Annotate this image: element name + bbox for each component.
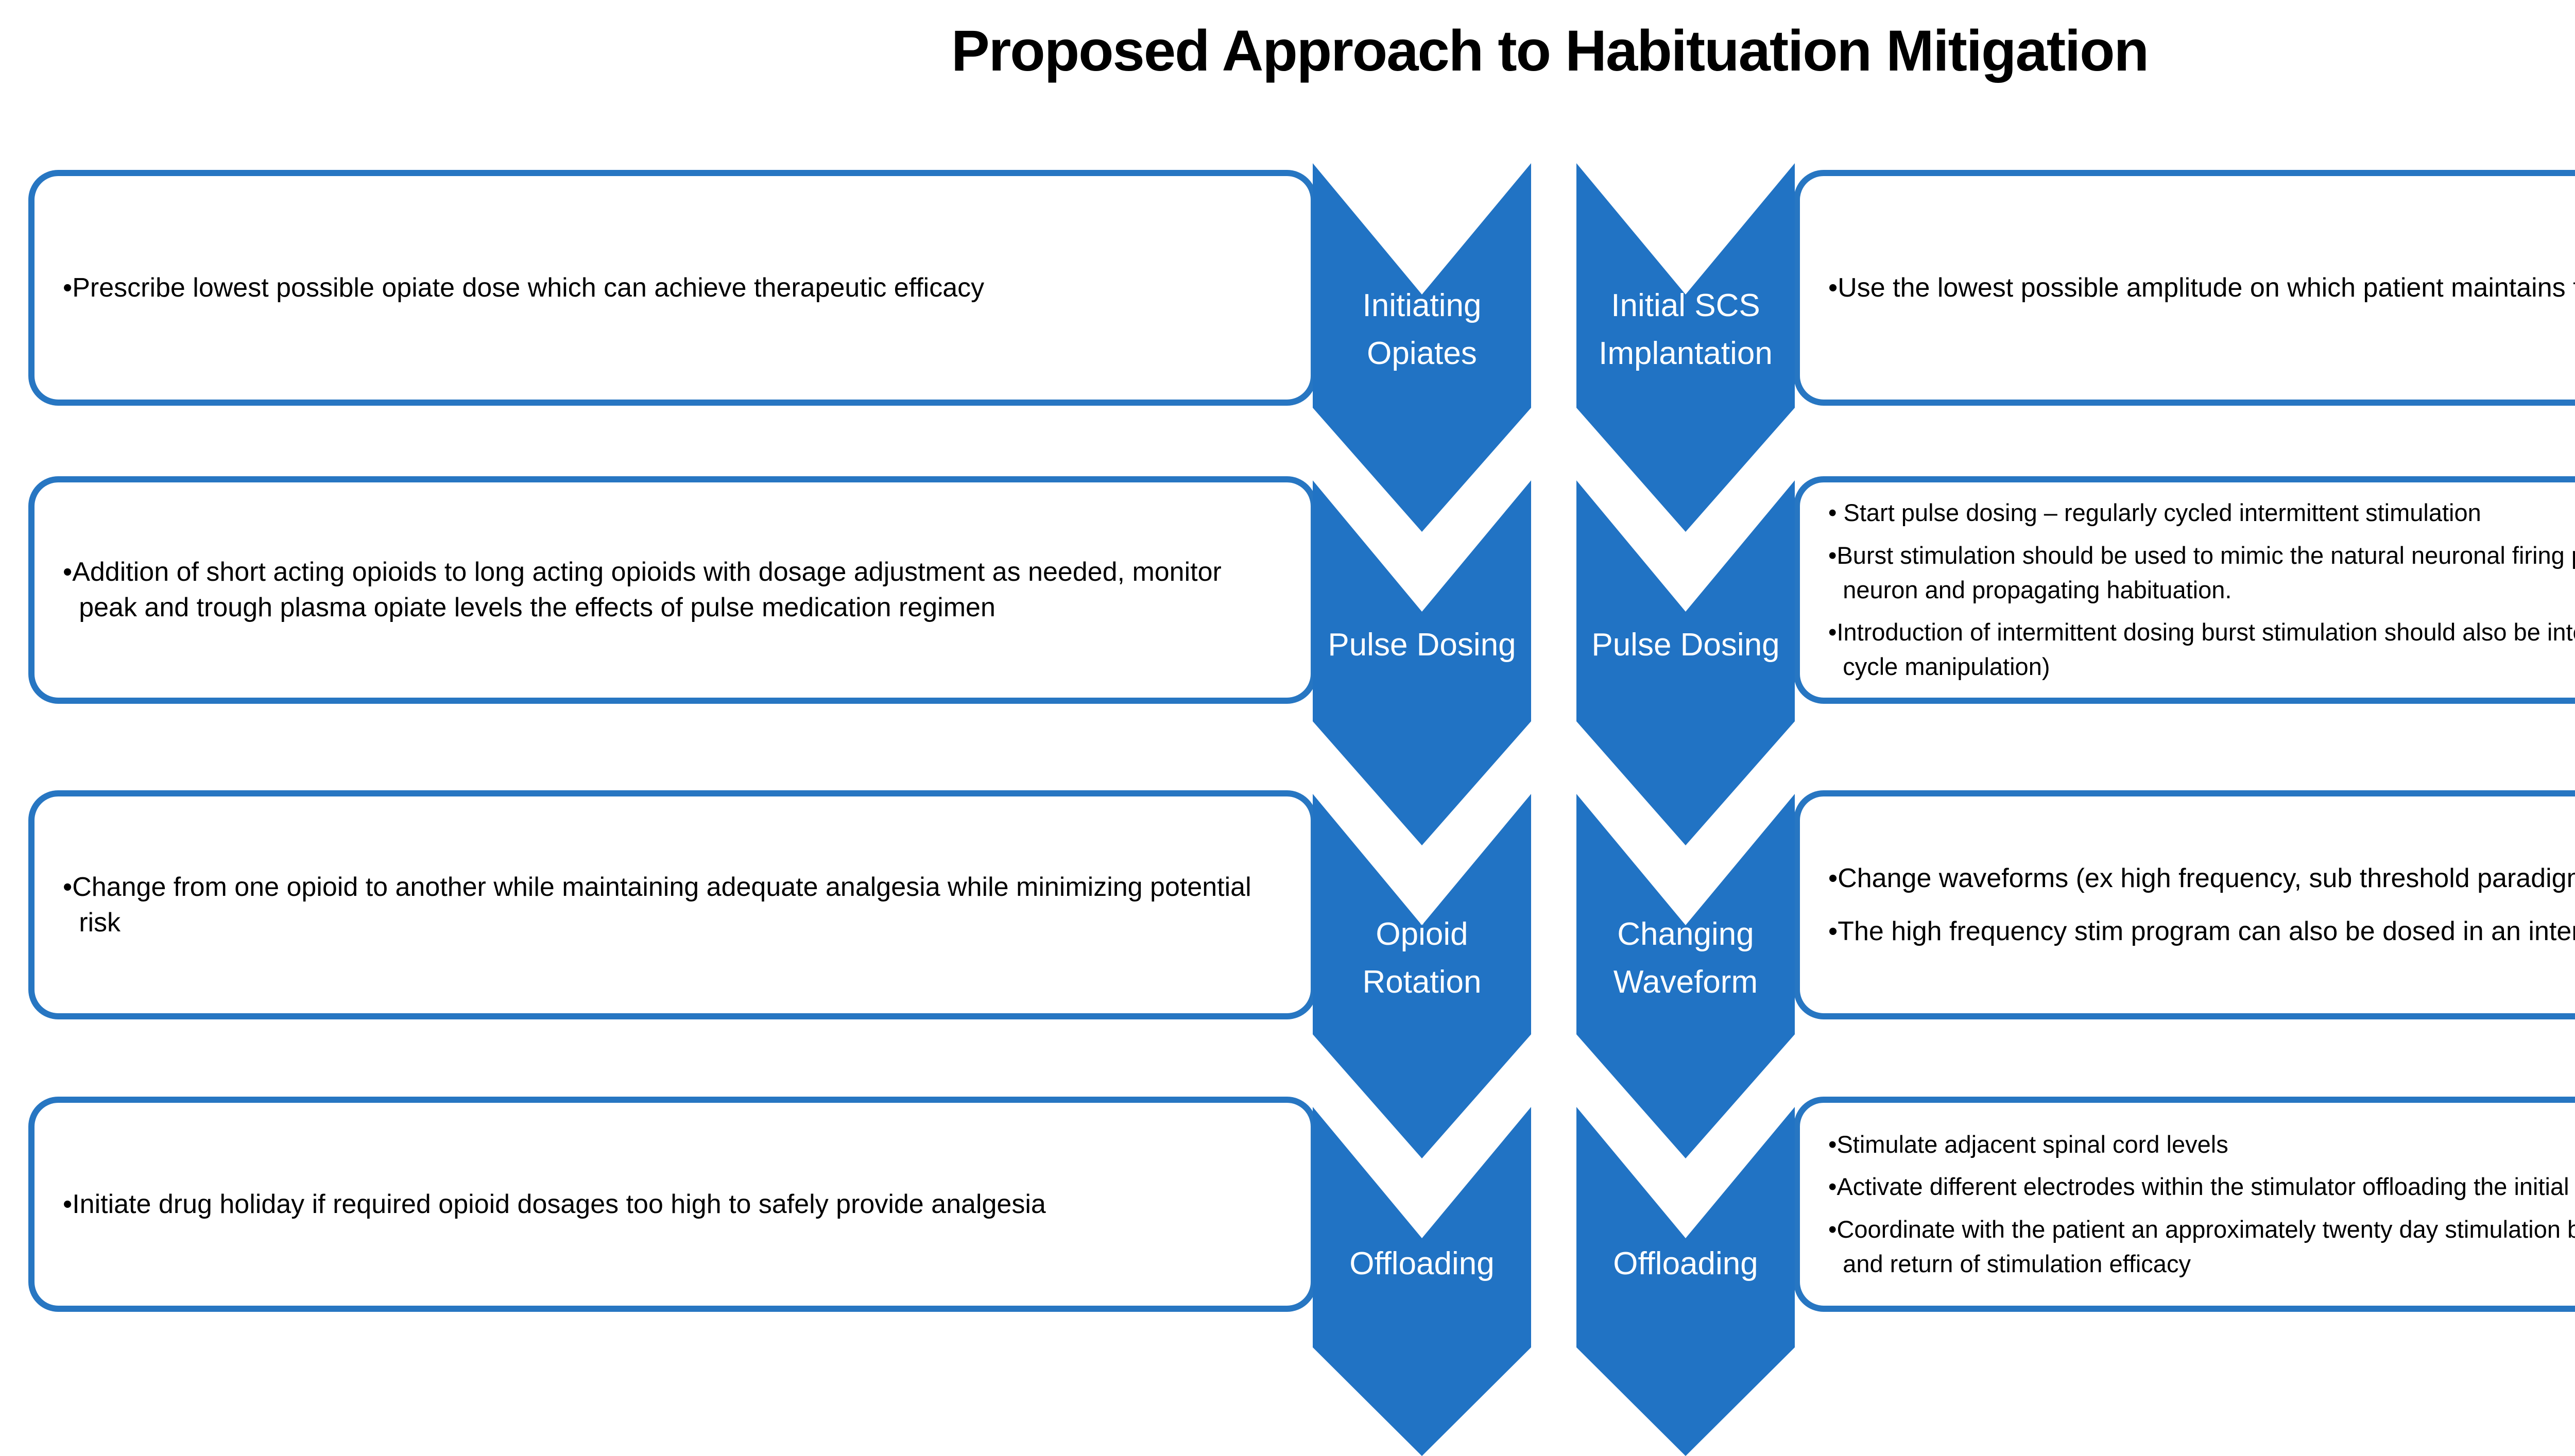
bullet-item: •Activate different electrodes within th… [1828,1173,2575,1201]
chevron-down-arrow-initial-scs-implantation: Initial SCS Implantation [1576,163,1795,532]
bullet-item: •Change waveforms (ex high frequency, su… [1828,863,2575,893]
bullet-item: •Change from one opioid to another while… [63,872,1251,938]
left-box-row2: •Addition of short acting opioids to lon… [28,476,1317,704]
bullet-list: •Use the lowest possible amplitude on wh… [1828,270,2575,306]
right-box-row3: •Change waveforms (ex high frequency, su… [1794,790,2575,1019]
bullet-list: •Initiate drug holiday if required opioi… [63,1187,1280,1222]
chevron-down-arrow-changing-waveform: Changing Waveform [1576,794,1795,1158]
bullet-item: •Coordinate with the patient an approxim… [1828,1216,2575,1277]
chevron-label: Initiating Opiates [1362,288,1482,371]
left-box-row1: •Prescribe lowest possible opiate dose w… [28,170,1317,406]
chevron-label: Pulse Dosing [1328,627,1516,663]
chevron-down-arrow-pulse-dosing-right: Pulse Dosing [1576,480,1795,845]
chevron-down-arrow-pulse-dosing-left: Pulse Dosing [1313,480,1531,845]
bullet-list: •Change from one opioid to another while… [63,870,1280,940]
bullet-list: •Prescribe lowest possible opiate dose w… [63,270,1280,306]
bullet-item: •Burst stimulation should be used to mim… [1828,541,2575,603]
bullet-item: • Start pulse dosing – regularly cycled … [1828,499,2481,527]
left-box-row4: •Initiate drug holiday if required opioi… [28,1097,1317,1312]
chevron-label: Changing Waveform [1613,916,1758,1000]
chevron-label: Opioid Rotation [1362,916,1482,1000]
chevron-label: Offloading [1349,1245,1495,1281]
chevron-label: Offloading [1613,1245,1758,1281]
bullet-list: •Addition of short acting opioids to lon… [63,554,1280,625]
diagram-title: Proposed Approach to Habituation Mitigat… [951,19,2149,83]
chevron-down-arrow-offloading-left: Offloading [1313,1107,1531,1456]
chevron-label: Pulse Dosing [1591,627,1780,663]
bullet-list: •Change waveforms (ex high frequency, su… [1828,861,2575,949]
bullet-item: •The high frequency stim program can als… [1828,916,2575,946]
bullet-item: •Use the lowest possible amplitude on wh… [1828,272,2575,303]
bullet-item: •Stimulate adjacent spinal cord levels [1828,1130,2228,1158]
bullet-list: • Start pulse dosing – regularly cycled … [1828,496,2575,684]
right-box-row2: • Start pulse dosing – regularly cycled … [1794,476,2575,704]
bullet-list: •Stimulate adjacent spinal cord levels •… [1828,1128,2575,1281]
bullet-item: •Introduction of intermittent dosing bur… [1828,618,2575,681]
chevron-down-arrow-offloading-right: Offloading [1576,1107,1795,1456]
right-box-row4: •Stimulate adjacent spinal cord levels •… [1794,1097,2575,1312]
left-box-row3: •Change from one opioid to another while… [28,790,1317,1019]
chevron-down-arrow-initiating-opiates: Initiating Opiates [1313,163,1531,532]
bullet-item: •Initiate drug holiday if required opioi… [63,1189,1046,1219]
chevron-label: Initial SCS Implantation [1599,288,1773,371]
bullet-item: •Addition of short acting opioids to lon… [63,557,1222,622]
right-box-row1: •Use the lowest possible amplitude on wh… [1794,170,2575,406]
bullet-item: •Prescribe lowest possible opiate dose w… [63,272,985,303]
chevron-down-arrow-opioid-rotation: Opioid Rotation [1313,794,1531,1158]
